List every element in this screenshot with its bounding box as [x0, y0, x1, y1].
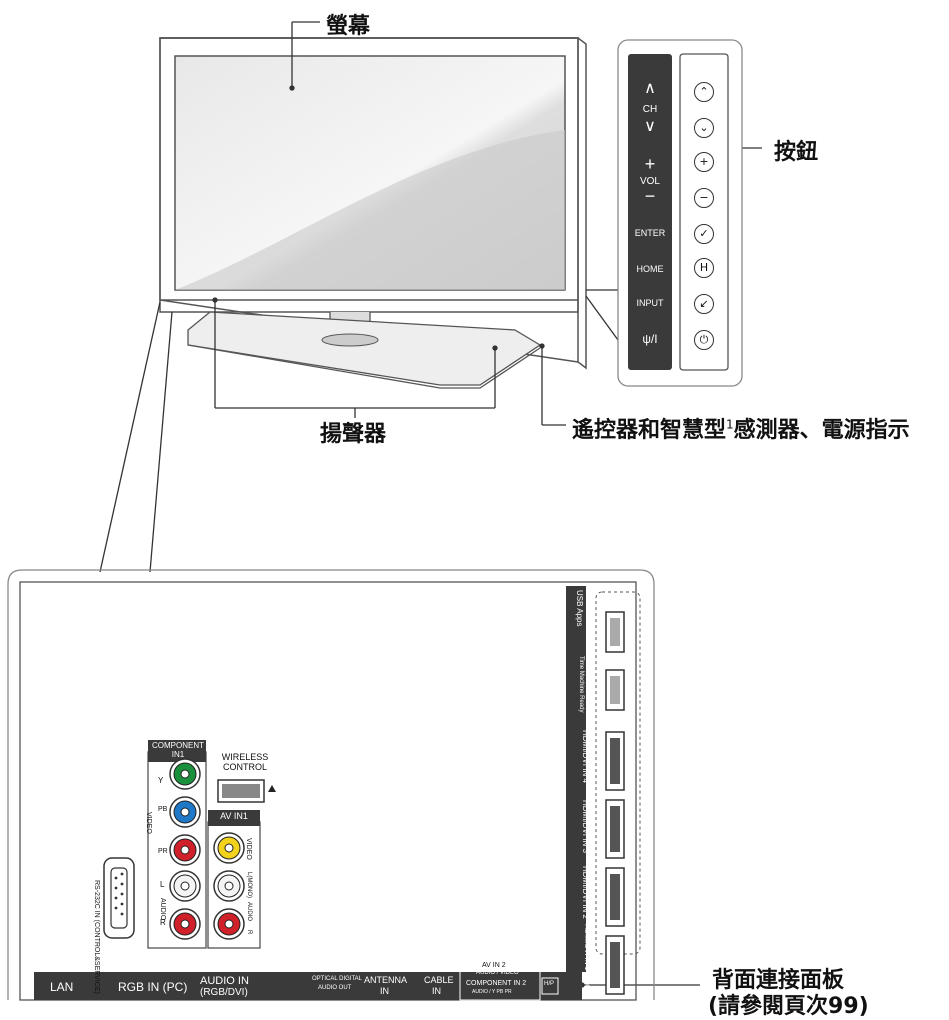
- comp-r-label: R: [160, 918, 166, 927]
- jack-component-audio-r: [169, 908, 201, 940]
- cable-sub-label: IN: [432, 986, 441, 996]
- check-icon[interactable]: ✓: [694, 224, 714, 244]
- av-in2-sub-label: AUDIO / VIDEO: [476, 970, 519, 976]
- jack-component-pr: [169, 834, 201, 866]
- av-video-label: VIDEO: [245, 838, 252, 860]
- rear-panel-label-line2: (請參閱頁次99): [708, 994, 869, 1019]
- wireless-control-label: WIRELESS CONTROL: [221, 752, 269, 772]
- ch-label: CH: [642, 104, 658, 115]
- av-audio-label: AUDIO: [246, 902, 252, 922]
- jacks-group: [169, 758, 245, 940]
- jack-component-pb: [169, 796, 201, 828]
- component-in1-label: COMPONENT IN1: [152, 741, 204, 759]
- comp-video-label: VIDEO: [145, 812, 152, 834]
- cable-label: CABLE: [424, 975, 454, 985]
- home-h-icon[interactable]: H: [694, 258, 714, 278]
- comp-l-label: L: [160, 880, 165, 889]
- rs232-label: RS-232C IN (CONTROL&SERVICE): [93, 880, 100, 994]
- rear-panel: [7, 569, 655, 1001]
- lan-label: LAN: [50, 980, 74, 994]
- hdmi4-label: HDMI/DVI IN 4: [581, 730, 590, 783]
- av-in2-label: AV IN 2: [482, 962, 506, 969]
- callout-lines: [99, 21, 762, 988]
- component-in2-sub-label: AUDIO / Y PB PR: [472, 989, 512, 995]
- comp-y-label: Y: [158, 776, 164, 785]
- power-label: ψ/I: [642, 332, 658, 346]
- optical-label: OPTICAL DIGITAL: [312, 976, 363, 982]
- antenna-label: ANTENNA: [364, 975, 408, 985]
- plus-icon[interactable]: +: [694, 152, 714, 172]
- home-label: HOME: [636, 264, 664, 274]
- usb2b-label: USB IN 2: [585, 590, 594, 624]
- av-in1-label: AV IN1: [220, 811, 248, 821]
- av-r-label: R: [246, 930, 252, 935]
- power-icon[interactable]: ⏻: [694, 330, 714, 350]
- jack-component-audio-l: [169, 870, 201, 902]
- speakers-label: 揚聲器: [320, 422, 387, 447]
- component-in2-label: COMPONENT IN 2: [466, 980, 527, 987]
- sensor-label: 遙控器和智慧型1感測器、電源指示: [572, 412, 910, 444]
- jack-component-y: [169, 758, 201, 790]
- vol-down-icon[interactable]: −: [644, 186, 656, 206]
- jack-av-audio-r: [213, 908, 245, 940]
- rgb-in-label: RGB IN (PC): [118, 980, 188, 994]
- usb2-label: USB Apps: [575, 590, 584, 627]
- jack-av-video: [213, 832, 245, 864]
- sensor-label-rest: 感測器、電源指示: [733, 418, 910, 443]
- minus-icon[interactable]: −: [694, 188, 714, 208]
- sensor-label-main: 遙控器和智慧型: [572, 418, 727, 443]
- usb1b-label: USB IN 1: [585, 656, 594, 690]
- comp-pr-label: PR: [158, 848, 168, 855]
- vol-label: VOL: [639, 176, 660, 187]
- comp-audio-label: AUDIO: [159, 898, 166, 921]
- chevron-down-icon[interactable]: ⌄: [694, 118, 714, 138]
- audio-in-label: AUDIO IN: [200, 975, 249, 987]
- audio-in-sub-label: (RGB/DVI): [200, 987, 248, 998]
- screen-label: 螢幕: [326, 14, 371, 39]
- ch-down-icon[interactable]: ∨: [644, 118, 656, 135]
- enter-label: ENTER: [634, 228, 666, 238]
- buttons-label: 按鈕: [774, 140, 819, 165]
- optical-sub-label: AUDIO OUT: [318, 985, 352, 991]
- stand-base: [187, 311, 542, 386]
- av-lmono-label: L(MONO): [246, 872, 252, 898]
- sensor-footnote: 1: [726, 417, 734, 432]
- hdmi1-label: HDMI/DVI IN 1 (ARC): [583, 924, 590, 992]
- rear-panel-label-line1: 背面連接面板: [712, 968, 845, 993]
- antenna-sub-label: IN: [380, 986, 389, 996]
- input-arrow-icon[interactable]: ↙: [694, 294, 714, 314]
- jack-av-audio-l: [213, 870, 245, 902]
- input-label: INPUT: [636, 298, 664, 308]
- comp-pb-label: PB: [158, 806, 168, 813]
- vol-up-icon[interactable]: +: [644, 154, 656, 174]
- chevron-up-icon[interactable]: ⌃: [694, 82, 714, 102]
- tv-front: [159, 37, 587, 389]
- ch-up-icon[interactable]: ∧: [644, 80, 656, 97]
- hp-label: H/P: [544, 981, 555, 987]
